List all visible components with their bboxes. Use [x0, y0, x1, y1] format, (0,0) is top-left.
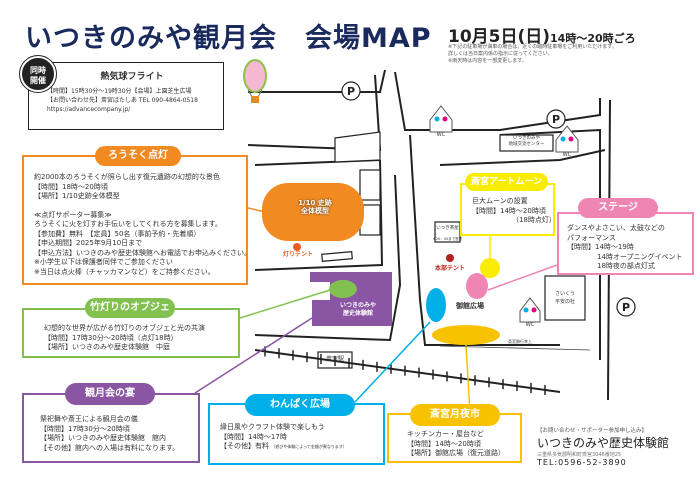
parking-icon: P — [552, 113, 560, 126]
info-line: 巨大ムーンの設置 — [472, 197, 528, 205]
note: 詳しくは当日案内係の指示に従ってください。 — [448, 51, 553, 57]
candle-title: ろうそく点灯 — [95, 146, 181, 166]
wc-icon — [555, 125, 579, 153]
forest-label: さいくう 平安の杜 — [554, 291, 575, 305]
honbu-tent-label: 本部テント — [434, 265, 465, 272]
info-line: 【場所】御館広場（復元道路） — [407, 449, 505, 457]
info-line: 【その他】有料 — [220, 442, 269, 450]
parking-icon: P — [622, 301, 630, 314]
plaza-label: 御館広場 — [456, 302, 484, 310]
wc-label: WC — [525, 322, 535, 328]
balloon-line: 【お問い合わせ先】斎宮ばたしあ TEL 090-4864-0518 — [47, 97, 198, 104]
model-label: 1/10 史跡 全体模型 — [298, 199, 332, 215]
event-date: 10月5日(日)14時～20時ごろ — [448, 22, 636, 47]
balloon-line: 【時間】15時30分～19時30分【会場】上園芝生広場 — [47, 88, 192, 95]
info-line: 【その他】館内への入場は有料になります。 — [40, 443, 180, 452]
center-building — [499, 134, 554, 152]
info-line: （18時点灯） — [512, 216, 556, 224]
info-line: パフォーマンス — [567, 233, 616, 242]
info-line: 【時間】14時～20時頃 — [407, 439, 481, 448]
chaya-note: ※20：00まで営業 — [432, 237, 463, 241]
banquet-title: 観月会の宴 — [65, 383, 155, 405]
hot-air-balloon-icon — [243, 59, 267, 103]
market-title: 斎宮月夜市 — [410, 404, 500, 426]
info-line: キッチンカー・屋台など — [407, 430, 484, 438]
info-line: 幻想的な世界が広がる竹灯りのオブジェと光の共演 — [44, 324, 205, 332]
center-label: いつきのみや 地域交流センター — [508, 136, 545, 147]
info-line: 18時夜の部点灯式 — [597, 262, 655, 270]
time-text: 14時～20時ごろ — [550, 32, 636, 45]
notes: ※下記の駐車場が満車の場合は、近くの臨時駐車場をご利用いただけます。 詳しくは当… — [448, 44, 693, 65]
artmoon-box: 巨大ムーンの設置 【時間】14時～20時頃 （18時点灯） — [460, 183, 556, 236]
wanpaku-title: わんぱく広場 — [245, 394, 355, 416]
chaya-label: いつき茶屋 — [436, 226, 459, 231]
contact-tel[interactable]: TEL:0596-52-3890 — [537, 458, 627, 467]
price-note: （遊びや体験によって金額が異なります） — [271, 444, 347, 449]
info-line: 【時間】14時～20時頃 — [472, 206, 546, 215]
info-line: 【時間】14時～19時 — [567, 243, 634, 251]
info-line: 14時オープニングイベント — [597, 252, 683, 261]
artmoon-title: 斎宮アートムーン — [465, 173, 548, 191]
stage-title: ステージ — [578, 198, 658, 218]
wc-label: WC — [436, 132, 446, 138]
parking-icon: P — [347, 85, 355, 98]
contact-block: 【お問い合わせ・サポーター参加申し込み】 いつきのみや歴史体験館 三重県多気郡明… — [537, 426, 697, 467]
info-line: ダンスやよさこい、太鼓などの — [567, 224, 665, 232]
model-blob — [262, 183, 364, 241]
balloon-flight-box: 熱気球フライト 【時間】15時30分～19時30分【会場】上園芝生広場 【お問い… — [28, 62, 224, 130]
bamboo-title: 竹灯りのオブジェ — [85, 298, 175, 318]
info-line: 【参加費】無料 【定員】50名（事前予約・先着順） — [34, 229, 201, 238]
info-line: 【申込期間】2025年9月10日まで — [34, 239, 143, 247]
info-line: 【場所】1/10史跡全体模型 — [34, 192, 120, 200]
station-label: 斎宮駅 — [325, 356, 344, 363]
info-line: 祭祀舞や斎王による観月会の儀 — [40, 415, 138, 423]
info-line: ≪点灯サポーター募集≫ — [34, 210, 112, 219]
road-label: 斎宮跡行幸上 — [508, 339, 532, 344]
info-line: 【時間】18時～20時頃 — [34, 182, 108, 191]
info-line: 【時間】14時～17時 — [220, 432, 287, 441]
note: ※雨天時は内容を一部変更します。 — [448, 58, 527, 64]
simultaneous-badge: 同時開催 — [19, 55, 57, 93]
info-line: 【場所】いつきのみや歴史体験館 館内 — [40, 434, 166, 442]
note: ※下記の駐車場が満車の場合は、近くの臨時駐車場をご利用いただけます。 — [448, 44, 617, 50]
balloon-title: 熱気球フライト — [100, 72, 164, 82]
contact-name: いつきのみや歴史体験館 — [537, 436, 670, 450]
info-line: 縁日風やクラフト体験で楽しもう — [220, 423, 325, 431]
info-line: ろうそくに火を灯すお手伝いをしてくれる方を募集します。 — [34, 220, 222, 228]
info-line: 【場所】いつきのみや歴史体験館 中庭 — [44, 343, 170, 351]
wc-icon — [429, 105, 453, 133]
date-text: 10月5日(日) — [448, 27, 551, 47]
wc-label: WC — [562, 152, 572, 158]
museum-label: いつきのみや 歴史体験館 — [339, 302, 376, 317]
info-line: 【申込方法】いつきのみや歴史体験館へお電話でお申込みください。 — [34, 248, 251, 257]
info-line: 【時間】17時30分～20時頃（点灯18時） — [44, 333, 178, 342]
page-title: いつきのみや観月会 会場MAP — [25, 23, 432, 54]
contact-address: 三重県多気郡明和町斎宮3046番地25 — [537, 452, 622, 458]
akari-tent-label: 灯りテント — [282, 251, 313, 258]
candle-box: 約2000本のろうそくが照らし出す復元遺跡の幻想的な景色 【時間】18時～20時… — [22, 155, 251, 285]
info-line: ※当日は点火棒（チャッカマンなど）をご持参ください。 — [34, 267, 215, 276]
info-line: 約2000本のろうそくが照らし出す復元遺跡の幻想的な景色 — [34, 173, 220, 181]
wc-icon — [519, 297, 541, 323]
stage-box: ダンスやよさこい、太鼓などの パフォーマンス 【時間】14時～19時 14時オー… — [557, 212, 694, 275]
balloon-url[interactable]: https://advancecompany.jp/ — [47, 106, 131, 113]
contact-label: 【お問い合わせ・サポーター参加申し込み】 — [537, 428, 648, 434]
info-line: 【時間】17時30分～20時頃 — [40, 424, 130, 433]
info-line: ※小学生以下は保護者同伴でご参加ください — [34, 258, 173, 266]
